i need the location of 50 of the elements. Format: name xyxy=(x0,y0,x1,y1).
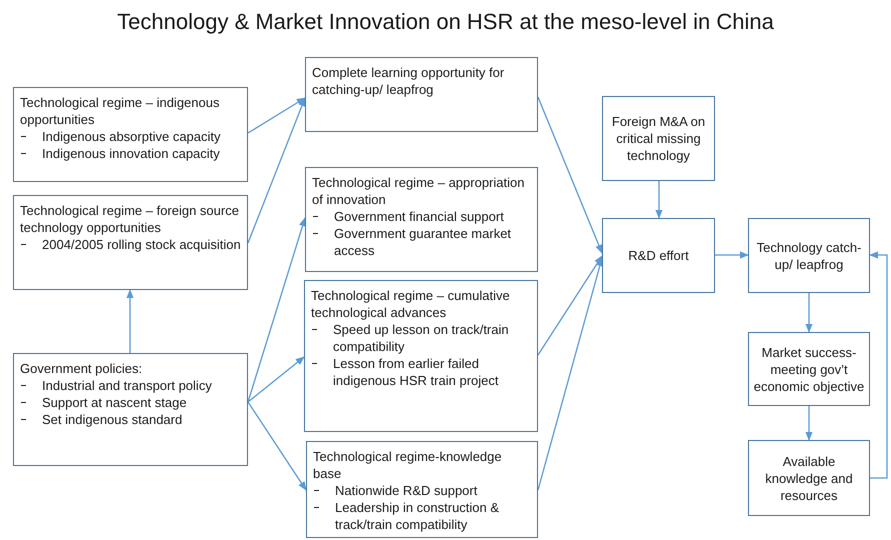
bullet-text: 2004/2005 rolling stock acquisition xyxy=(42,236,241,253)
box-heading: Technological regime-knowledge base xyxy=(313,448,503,482)
text-box xyxy=(748,218,870,293)
bullet-text: Nationwide R&D support xyxy=(335,482,478,499)
text-box xyxy=(305,57,538,132)
bullet-text: Support at nascent stage xyxy=(42,394,187,411)
arrow xyxy=(805,406,813,441)
box-heading: Technological regime – indigenous opportunities xyxy=(20,94,220,128)
arrow xyxy=(715,251,749,259)
box-heading: R&D effort xyxy=(628,247,689,264)
diagram-title: Technology & Market Innovation on HSR at the meso-level in China xyxy=(116,8,775,36)
bullet-text: Lesson from earlier failed indigenous HSR train project xyxy=(333,355,500,389)
arrow xyxy=(126,289,134,353)
text-box xyxy=(13,87,248,182)
arrow xyxy=(247,217,306,402)
arrow xyxy=(869,251,888,479)
text-box xyxy=(748,440,870,516)
box-heading: Technological regime – appropriation of innovation xyxy=(312,174,526,208)
bullet-text: Government guarantee market access xyxy=(334,225,512,259)
arrow xyxy=(537,255,603,356)
box-heading: Technological regime – cumulative technological advances xyxy=(311,287,511,321)
text-box xyxy=(748,332,870,406)
bullet-text: Set indigenous standard xyxy=(42,411,182,428)
arrow xyxy=(247,402,307,491)
text-box xyxy=(13,195,248,290)
text-box xyxy=(304,280,538,432)
box-heading: Complete learning opportunity for catching-up/ leapfrog xyxy=(312,64,506,98)
box-heading: Technological regime – foreign source technology opportunities xyxy=(20,202,240,236)
bullet-text: Indigenous innovation capacity xyxy=(42,145,220,162)
bullet-text: Leadership in construction & track/train compatibility xyxy=(335,499,500,533)
box-heading: Technology catch-up/ leapfrog xyxy=(756,238,862,272)
box-heading: Government policies: xyxy=(20,360,144,377)
bullet-text: Industrial and transport policy xyxy=(42,377,212,394)
arrow xyxy=(248,356,305,402)
arrow xyxy=(805,293,813,333)
text-box xyxy=(602,96,715,181)
bullet-text: Indigenous absorptive capacity xyxy=(42,128,221,145)
box-heading: Market success-meeting gov’t economic objective xyxy=(753,344,865,394)
arrow xyxy=(247,97,306,244)
arrow xyxy=(248,97,306,134)
bullet-text: Speed up lesson on track/train compatibility xyxy=(333,321,510,355)
text-box xyxy=(305,167,538,272)
arrow xyxy=(537,96,603,254)
bullet-text: Government financial support xyxy=(334,208,504,225)
text-box xyxy=(306,441,538,538)
text-box xyxy=(602,218,715,293)
arrow xyxy=(655,181,663,219)
text-box xyxy=(13,353,248,466)
box-heading: Available knowledge and resources xyxy=(764,452,854,504)
box-heading: Foreign M&A on critical missing technology xyxy=(610,113,706,164)
